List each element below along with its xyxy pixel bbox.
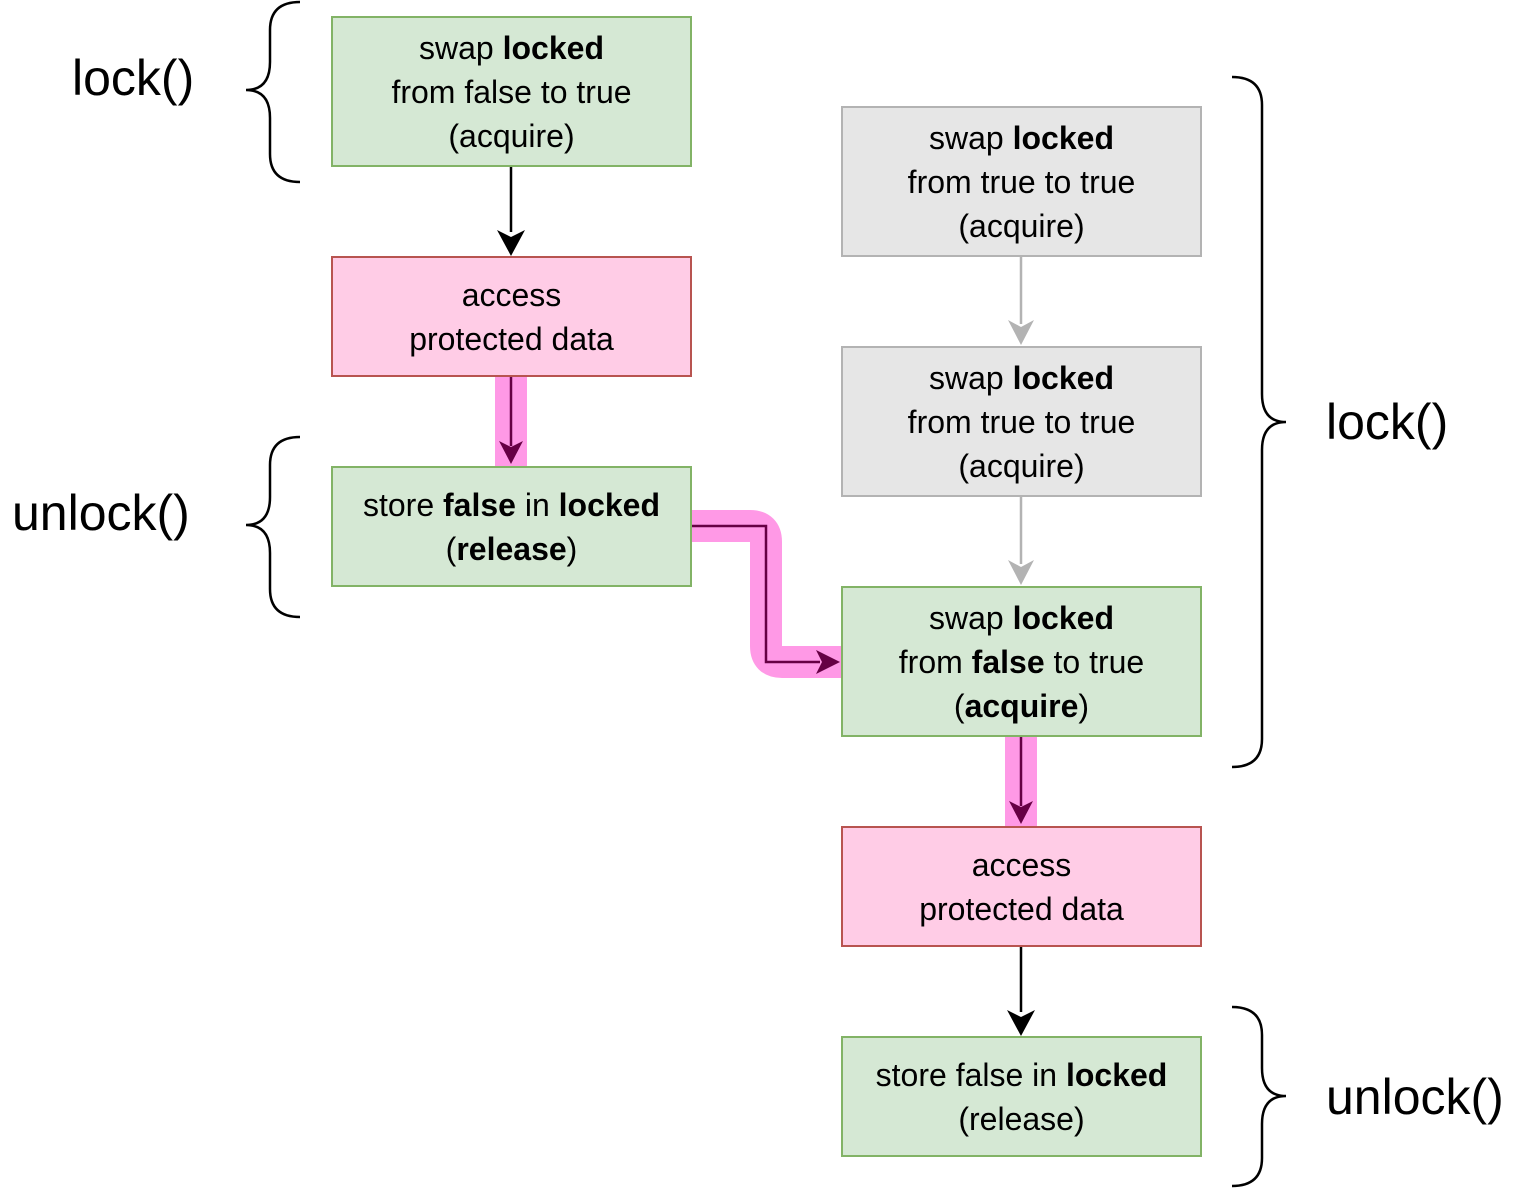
text: (acquire): [958, 447, 1085, 484]
text: from false to true: [391, 73, 632, 110]
text-bold: locked: [558, 486, 661, 523]
label-lock-left: lock(): [72, 50, 195, 106]
text-bold: locked: [502, 29, 604, 66]
text: swap: [929, 119, 1013, 156]
right-swap3-node: swap locked from false to true (acquire): [841, 586, 1202, 737]
text: store: [362, 486, 444, 523]
label-lock-right: lock(): [1326, 394, 1449, 450]
text: from true to true: [907, 163, 1136, 200]
text: ): [566, 530, 578, 567]
left-swap-node: swap locked from false to true (acquire): [331, 16, 692, 167]
left-store-node: store false in locked (release): [331, 466, 692, 587]
label-unlock-left: unlock(): [12, 485, 190, 541]
text-bold: false: [443, 486, 516, 523]
text: protected data: [409, 320, 614, 357]
text-bold: release: [456, 530, 567, 567]
text: access: [971, 846, 1072, 883]
text: protected data: [919, 890, 1124, 927]
text: from true to true: [907, 403, 1136, 440]
text: swap: [929, 359, 1013, 396]
text-bold: false: [971, 643, 1045, 680]
arrow-right-swap1-to-swap2: [1008, 257, 1034, 345]
text-bold: locked: [1012, 119, 1114, 156]
arrow-left-swap-to-access: [497, 167, 525, 256]
text-bold: locked: [1012, 599, 1114, 636]
left-access-node: access protected data: [331, 256, 692, 377]
text-bold: acquire: [964, 687, 1079, 724]
text: (acquire): [448, 117, 575, 154]
text: to true: [1044, 643, 1145, 680]
text: (: [953, 687, 965, 724]
text-bold: locked: [1012, 359, 1114, 396]
text-bold: locked: [1065, 1056, 1168, 1093]
right-store-node: store false in locked (release): [841, 1036, 1202, 1157]
brace-lock-left: [245, 0, 301, 184]
text: in: [515, 486, 559, 523]
right-swap1-node: swap locked from true to true (acquire): [841, 106, 1202, 257]
arrow-left-access-to-store: [495, 377, 527, 466]
text: swap: [929, 599, 1013, 636]
brace-unlock-left: [245, 435, 301, 619]
right-access-node: access protected data: [841, 826, 1202, 947]
text: ): [1078, 687, 1090, 724]
brace-lock-right: [1231, 75, 1287, 769]
text: from: [898, 643, 972, 680]
brace-unlock-right: [1231, 1005, 1287, 1188]
arrow-right-swap3-to-access: [1005, 737, 1037, 827]
text: (: [445, 530, 457, 567]
right-swap2-node: swap locked from true to true (acquire): [841, 346, 1202, 497]
arrow-release-to-acquire: [692, 510, 842, 678]
text: (release): [958, 1100, 1085, 1137]
text: swap: [419, 29, 503, 66]
text: access: [461, 276, 562, 313]
text: (acquire): [958, 207, 1085, 244]
label-unlock-right: unlock(): [1326, 1069, 1504, 1125]
arrow-right-swap2-to-swap3: [1008, 497, 1034, 585]
text: store false in: [875, 1056, 1066, 1093]
arrow-right-access-to-store: [1007, 947, 1035, 1036]
